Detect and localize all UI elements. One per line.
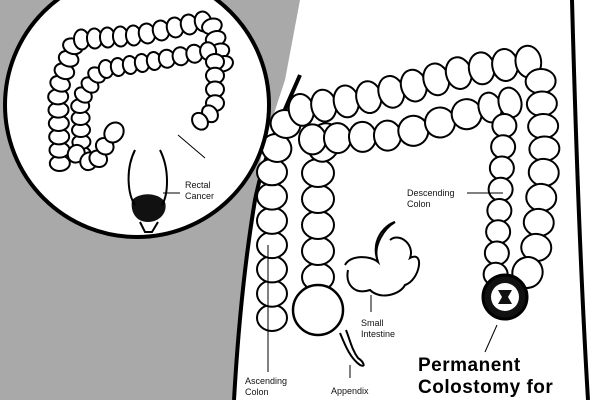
colon-segment bbox=[525, 90, 558, 118]
colon-segment bbox=[524, 67, 557, 95]
colon-segment bbox=[301, 158, 335, 188]
colon-segment bbox=[487, 176, 514, 203]
colon-segment bbox=[485, 219, 512, 245]
colon-segment bbox=[372, 119, 403, 152]
appendix bbox=[339, 329, 365, 367]
colon-segment bbox=[301, 184, 335, 214]
colon-segment bbox=[322, 122, 353, 155]
colon-segment bbox=[347, 120, 378, 153]
label-line: Colon bbox=[407, 199, 431, 209]
anus bbox=[139, 221, 159, 233]
inset-large-intestine bbox=[47, 10, 234, 173]
label-line: Descending bbox=[407, 188, 455, 198]
colon-segment bbox=[191, 111, 209, 131]
title-line: Permanent bbox=[418, 355, 521, 376]
colon-segment bbox=[297, 123, 328, 156]
label-line: Intestine bbox=[361, 329, 396, 339]
cecum bbox=[291, 283, 345, 337]
stoma-opening bbox=[498, 290, 512, 304]
colon-segment bbox=[483, 240, 510, 266]
colon-segment bbox=[528, 135, 561, 163]
colon-segment bbox=[256, 206, 288, 235]
colon-segment bbox=[103, 121, 125, 144]
colon-segment bbox=[486, 197, 513, 224]
label-line: Ascending bbox=[245, 376, 288, 386]
colon-segment bbox=[256, 255, 288, 284]
label-line: Small bbox=[361, 318, 384, 328]
label-descending-colon: Descending Colon bbox=[407, 188, 455, 210]
diagram-title: Permanent Colostomy for bbox=[418, 355, 553, 399]
rectum bbox=[127, 149, 168, 206]
body-outline-right-edge bbox=[570, 0, 590, 400]
colon-segment bbox=[256, 182, 288, 211]
colon-segment bbox=[301, 210, 335, 240]
title-line: Colostomy for bbox=[418, 377, 554, 398]
colon-segment bbox=[490, 134, 517, 160]
label-line: Colon bbox=[245, 387, 269, 397]
colon-segment bbox=[256, 157, 288, 187]
colon-segment bbox=[527, 112, 560, 140]
colon-segment bbox=[301, 236, 335, 266]
colon-segment bbox=[488, 155, 515, 181]
small-intestine-top bbox=[374, 221, 396, 263]
label-ascending-colon: Ascending Colon bbox=[245, 376, 287, 398]
label-appendix: Appendix bbox=[331, 386, 369, 396]
colon-segment bbox=[491, 112, 518, 139]
label-line: Rectal bbox=[185, 180, 211, 190]
colon-segment bbox=[256, 303, 288, 332]
label-small-intestine: Small Intestine bbox=[361, 318, 395, 340]
colon-segment bbox=[256, 279, 288, 308]
label-line: Cancer bbox=[185, 191, 215, 201]
label-rectal-cancer: Rectal Cancer bbox=[185, 180, 214, 202]
large-intestine bbox=[256, 44, 561, 332]
rectal-tumor bbox=[131, 194, 166, 222]
colon-segment bbox=[256, 230, 288, 260]
